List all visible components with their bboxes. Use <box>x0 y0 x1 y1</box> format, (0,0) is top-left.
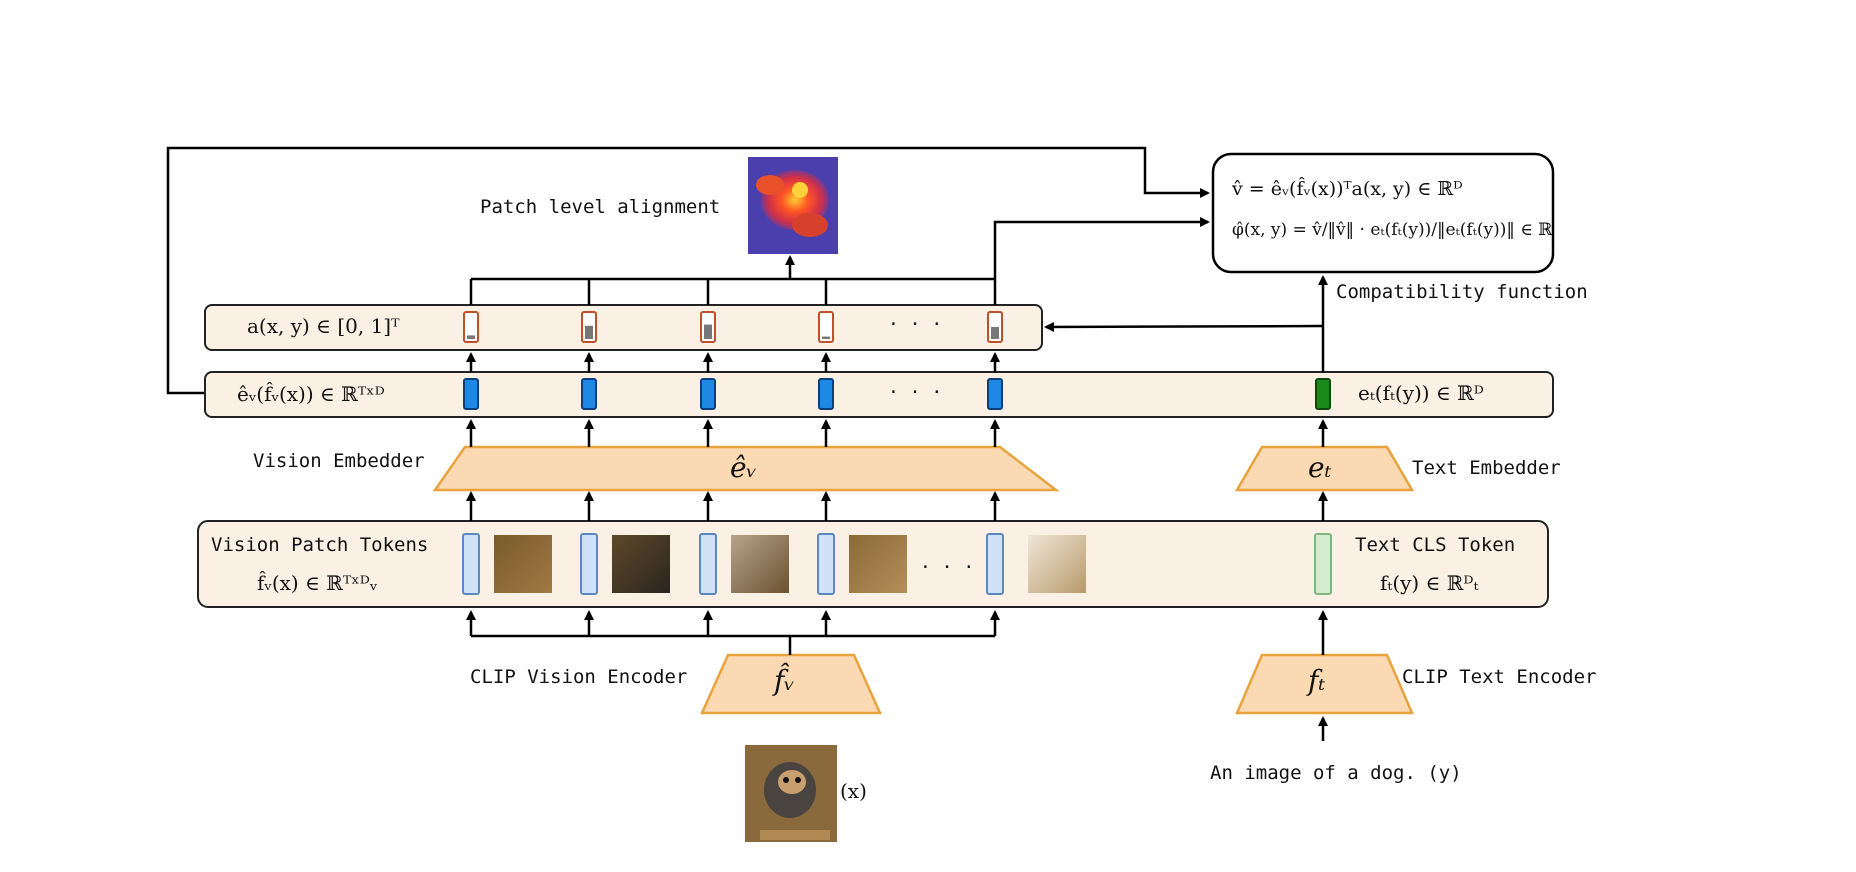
compatibility-formula-box <box>1211 152 1555 274</box>
feedback-connector <box>166 146 1210 395</box>
alignment-to-formula-arrow <box>993 217 1210 279</box>
vision-embed-token-4 <box>818 378 834 410</box>
text-embedder-block <box>1234 445 1415 492</box>
clip-vision-encoder-block <box>700 653 882 715</box>
formula-line-2: φ̂(x, y) = v̂/‖v̂‖ · eₜ(fₜ(y))/‖eₜ(fₜ(y)… <box>1232 220 1553 240</box>
text-embed-token <box>1315 378 1331 410</box>
alignment-token-fill-1 <box>467 335 475 339</box>
alignment-token-fill-4 <box>822 336 830 339</box>
text-token-formula: fₜ(y) ∈ ℝᴰₜ <box>1380 571 1479 595</box>
token-group <box>462 311 1332 595</box>
vision-embedder-block <box>432 445 1060 492</box>
compatibility-function-label: Compatibility function <box>1336 281 1588 303</box>
vision-embed-row-formula: êᵥ(f̂ᵥ(x)) ∈ ℝᵀˣᴰ <box>237 382 385 406</box>
text-encoder-symbol: fₜ <box>1308 664 1326 697</box>
vision-patch-token-3 <box>699 533 717 595</box>
text-cls-token-label: Text CLS Token <box>1355 534 1516 556</box>
vision-tokens-formula: f̂ᵥ(x) ∈ ℝᵀˣᴰᵥ <box>257 571 378 595</box>
image-variable-label: (x) <box>840 779 867 803</box>
embedding-ellipsis: · · · <box>888 382 943 403</box>
vision-patch-token-4 <box>817 533 835 595</box>
patch-ellipsis: · · · <box>920 557 975 578</box>
vision-patch-tokens-label: Vision Patch Tokens <box>211 534 429 556</box>
vision-embed-token-5 <box>987 378 1003 410</box>
formula-line-1: v̂ = êᵥ(f̂ᵥ(x))ᵀa(x, y) ∈ ℝᴰ <box>1232 178 1463 200</box>
vision-embed-token-2 <box>581 378 597 410</box>
input-dog-image <box>745 745 837 842</box>
alignment-token-fill-2 <box>585 325 593 339</box>
alignment-row-formula: a(x, y) ∈ [0, 1]ᵀ <box>247 314 400 338</box>
connector-group <box>466 217 1328 741</box>
patch-thumbnail-1 <box>494 535 552 593</box>
patch-alignment-heatmap <box>748 157 838 254</box>
text-embedder-label: Text Embedder <box>1412 457 1561 479</box>
patch-thumbnail-4 <box>849 535 907 593</box>
alignment-token-1 <box>463 311 479 343</box>
clip-vision-encoder-label: CLIP Vision Encoder <box>470 666 688 688</box>
vision-patch-token-2 <box>580 533 598 595</box>
alignment-token-fill-3 <box>704 324 712 339</box>
patch-image-group <box>494 535 1086 593</box>
text-to-alignment-arrow <box>1044 321 1324 332</box>
vision-encoder-symbol: f̂ᵥ <box>774 664 795 697</box>
caption-text: An image of a dog. (y) <box>1210 762 1462 784</box>
patch-thumbnail-3 <box>731 535 789 593</box>
vision-patch-token-1 <box>462 533 480 595</box>
clip-text-encoder-block <box>1235 653 1414 715</box>
patch-thumbnail-2 <box>612 535 670 593</box>
vision-embedder-label: Vision Embedder <box>253 450 425 472</box>
vision-embed-token-3 <box>700 378 716 410</box>
patch-level-alignment-label: Patch level alignment <box>480 196 721 218</box>
alignment-token-4 <box>818 311 834 343</box>
vision-embed-token-1 <box>463 378 479 410</box>
vision-patch-token-5 <box>986 533 1004 595</box>
text-cls-token <box>1314 533 1332 595</box>
patch-thumbnail-5 <box>1028 535 1086 593</box>
alignment-ellipsis: · · · <box>888 314 943 335</box>
clip-text-encoder-label: CLIP Text Encoder <box>1402 666 1597 688</box>
text-embed-row-formula: eₜ(fₜ(y)) ∈ ℝᴰ <box>1358 381 1484 405</box>
alignment-token-fill-5 <box>991 327 999 339</box>
text-embedder-symbol: eₜ <box>1308 451 1332 484</box>
embedding-row <box>204 371 1554 418</box>
vision-embedder-symbol: êᵥ <box>730 451 758 484</box>
